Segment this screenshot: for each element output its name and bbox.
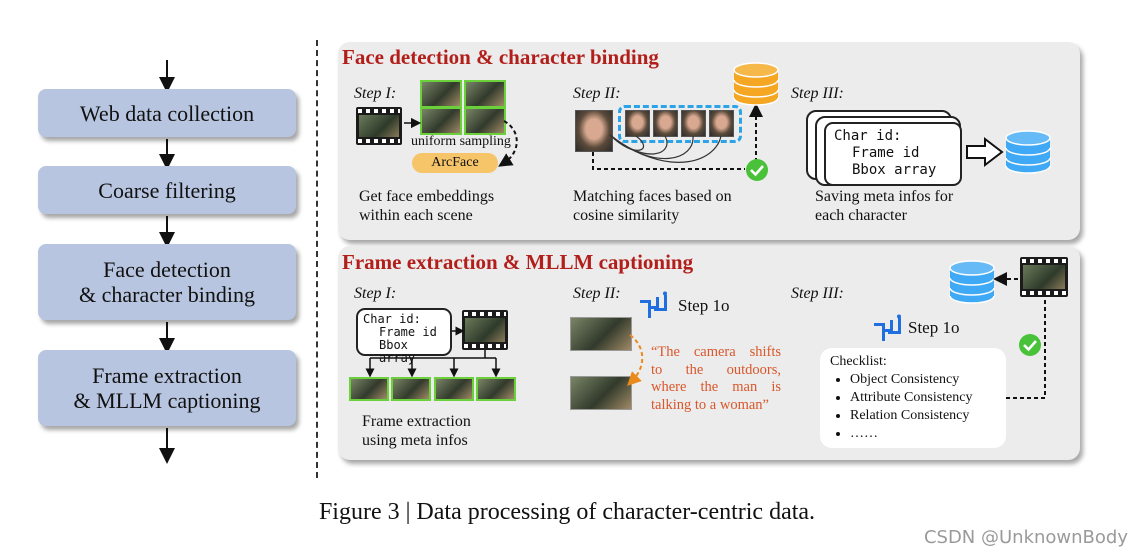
pipeline-box-label: Face detection [103,257,231,282]
watermark: CSDN @UnknownBody [923,527,1128,548]
face-gallery-box [618,105,742,143]
caption-line: each character [815,207,907,224]
caption-line: Frame extraction [362,413,471,430]
video-clip-icon [462,310,508,350]
step-label: Step II: [573,85,621,102]
pipeline-box-label: Frame extraction [92,363,242,388]
database-icon [1005,130,1051,174]
step-label: Step I: [354,285,397,302]
frame-outdoor [570,376,632,410]
panel-title: Face detection & character binding [342,45,659,69]
step-label: Step II: [573,285,621,302]
pipeline-box-web-data-collection: Web data collection [38,89,296,137]
step1-arrows [404,117,518,167]
quote-line: talking to a woman” [651,396,769,413]
gallery-face [681,110,706,137]
database-icon [733,62,779,106]
pipeline-box-label: Coarse filtering [98,177,236,203]
meta-line: Char id: [834,128,902,144]
database-icon [949,260,995,304]
meta-card: Char id: Frame id Bbox array [824,122,962,186]
caption-line: using meta infos [362,432,468,449]
meta-line: Frame id [852,145,920,161]
quote-line: to the outdoors, [651,361,781,378]
caption-line: Saving meta infos for [815,188,954,205]
meta-line: Char id: [363,312,421,326]
uniform-sampling-label: uniform sampling [411,134,511,149]
arcface-badge: ArcFace [412,153,498,173]
meta-line: Frame id [379,325,437,339]
step-label: Step I: [354,85,397,102]
extracted-frame [476,377,516,401]
check-icon [746,159,768,181]
step-model-logo-icon [640,291,667,318]
step3-caption: Saving meta infos for each character [815,187,953,225]
extracted-frame [434,377,474,401]
step1-caption: Get face embeddings within each scene [359,187,494,225]
model-name: Step 1o [908,318,960,337]
step1-tree-arrows [365,326,501,378]
meta-line: Bbox array [852,162,937,178]
step3-dashed-connector [993,272,1046,399]
pipeline-arrows [159,60,175,464]
figure-caption: Figure 3 | Data processing of character-… [318,499,816,525]
checklist-title: Checklist: [830,354,887,369]
step2-caption: Matching faces based on cosine similarit… [573,187,732,225]
step1-caption: Frame extraction using meta infos [362,412,471,450]
pipeline-box-face-detection: Face detection & character binding [38,244,296,320]
sampled-frame [464,80,506,108]
checklist-item: Object Consistency [850,371,996,389]
right-arrow-icon [966,136,1004,168]
step-label: Step III: [791,285,844,302]
caption-line: Get face embeddings [359,188,495,205]
pipeline-box-label: & MLLM captioning [73,388,261,413]
pipeline-box-label: & character binding [79,282,255,307]
check-icon [1019,334,1041,356]
pipeline-box-coarse-filtering: Coarse filtering [38,166,296,214]
quote-line: “The camera shifts [651,344,781,360]
pipeline-box-label: Web data collection [79,100,255,126]
caption-line: cosine similarity [573,207,680,224]
extracted-frame [391,377,431,401]
frame-indoor [570,317,632,351]
caption-quote: “The camera shifts to the outdoors, wher… [651,344,781,414]
quote-line: where the man is [651,379,781,395]
checklist-item: Attribute Consistency [850,389,996,407]
query-face [575,110,613,152]
extracted-frame [349,377,389,401]
dashed-divider [316,40,318,478]
checklist-card: Checklist: Object Consistency Attribute … [820,348,1006,448]
checklist-item: Relation Consistency [850,407,996,425]
sampled-frame [420,80,462,108]
gallery-face [625,110,650,137]
caption-line: Matching faces based on [573,188,732,205]
gallery-face [709,110,734,137]
video-clip-icon [1020,257,1068,297]
caption-line: within each scene [359,207,473,224]
model-name: Step 1o [678,296,730,315]
video-clip-icon [356,107,402,145]
pipeline-box-frame-extraction: Frame extraction & MLLM captioning [38,350,296,426]
checklist-item: …… [850,425,996,443]
meta-card: Char id: Frame id Bbox array [356,308,452,365]
panel-title: Frame extraction & MLLM captioning [342,250,694,274]
sampled-frame [420,107,462,135]
step-model-logo-icon [874,314,901,341]
step-label: Step III: [791,85,844,102]
